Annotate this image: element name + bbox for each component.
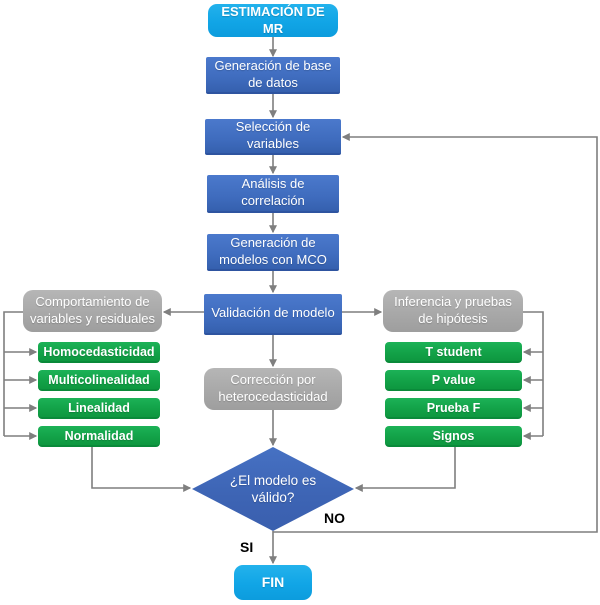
decision-label: ¿El modelo es válido? bbox=[229, 472, 317, 505]
node-fin: FIN bbox=[234, 565, 312, 600]
branch-label-no: NO bbox=[324, 510, 345, 526]
connector-left-rail bbox=[3, 311, 23, 436]
branch-label-si: SI bbox=[240, 539, 254, 555]
node-estimacion-de-mr: ESTIMACIÓN DE MR bbox=[208, 4, 338, 37]
check-normalidad: Normalidad bbox=[38, 426, 160, 447]
check-multicolinealidad: Multicolinealidad bbox=[38, 370, 160, 391]
node-analisis-de-correlacion: Análisis de correlación bbox=[207, 175, 339, 213]
connector-normalidad-to-decision bbox=[91, 447, 192, 492]
check-p-value: P value bbox=[385, 370, 522, 391]
node-generacion-modelos-mco: Generación de modelos con MCO bbox=[207, 234, 339, 271]
check-homocedasticidad: Homocedasticidad bbox=[38, 342, 160, 363]
check-prueba-f: Prueba F bbox=[385, 398, 522, 419]
node-validacion-de-modelo: Validación de modelo bbox=[204, 294, 342, 335]
check-t-student: T student bbox=[385, 342, 522, 363]
node-correccion-heterocedasticidad: Corrección por heterocedasticidad bbox=[204, 368, 342, 410]
connector-right-rail bbox=[523, 311, 544, 436]
group-header-comportamiento: Comportamiento de variables y residuales bbox=[23, 290, 162, 332]
connector-signos-to-decision bbox=[354, 447, 456, 492]
check-signos: Signos bbox=[385, 426, 522, 447]
node-generacion-de-base: Generación de base de datos bbox=[206, 57, 340, 94]
group-header-inferencia: Inferencia y pruebas de hipótesis bbox=[383, 290, 523, 332]
check-linealidad: Linealidad bbox=[38, 398, 160, 419]
node-seleccion-de-variables: Selección de variables bbox=[205, 119, 341, 155]
